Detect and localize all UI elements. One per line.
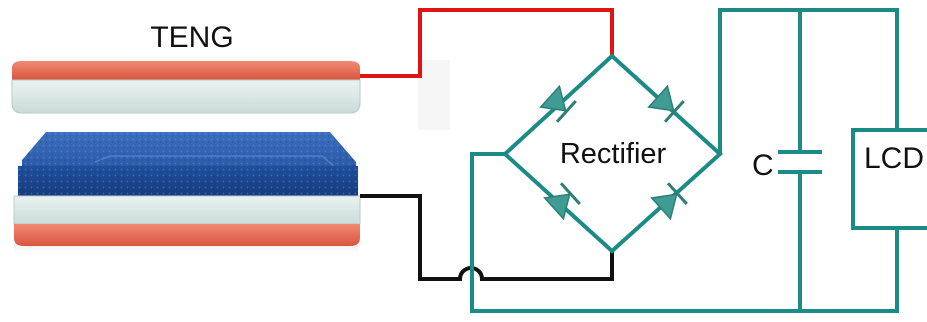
diode-bar bbox=[666, 182, 688, 206]
top-electrode-layer bbox=[12, 61, 360, 80]
circuit bbox=[470, 8, 899, 313]
top-lead-wire bbox=[360, 8, 614, 78]
top-dielectric-layer bbox=[11, 79, 361, 114]
diode-triangle bbox=[539, 84, 567, 112]
teng-bottom-plate bbox=[13, 132, 361, 257]
diode-bar bbox=[559, 182, 581, 206]
diode-triangle bbox=[650, 193, 678, 221]
teng-device: TENG bbox=[11, 21, 450, 257]
blue-layer-texture bbox=[18, 132, 358, 196]
positive-rail bbox=[718, 8, 899, 154]
diode-triangle bbox=[543, 193, 571, 221]
diode-lower-right bbox=[650, 182, 688, 221]
diode-upper-left bbox=[539, 84, 577, 123]
lcd-box bbox=[851, 128, 927, 230]
plate-shadow bbox=[14, 243, 358, 257]
diode-bar bbox=[663, 99, 685, 123]
negative-rail bbox=[470, 152, 899, 313]
rectifier-label: Rectifier bbox=[560, 138, 667, 170]
diode-bar bbox=[555, 99, 577, 123]
capacitor-label: C bbox=[752, 149, 774, 182]
lead-backdrop bbox=[418, 60, 450, 130]
diode-upper-right bbox=[647, 84, 685, 123]
bottom-lead-wire bbox=[360, 194, 614, 281]
teng-top-plate bbox=[11, 61, 361, 114]
diode-lower-left bbox=[543, 182, 581, 221]
capacitor bbox=[778, 150, 822, 174]
diode-triangle bbox=[647, 84, 675, 112]
teng-label: TENG bbox=[150, 21, 233, 54]
rectifier-bridge bbox=[502, 53, 723, 254]
bottom-electrode-layer bbox=[14, 224, 360, 246]
bottom-dielectric-layer bbox=[13, 195, 361, 225]
lcd-label: LCD bbox=[864, 142, 924, 175]
